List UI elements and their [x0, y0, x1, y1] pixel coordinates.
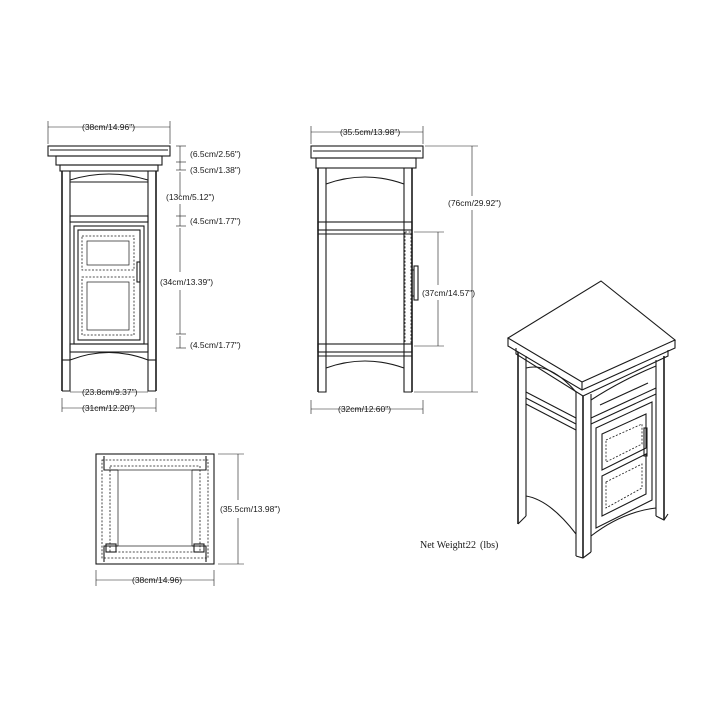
side-total-height-label: (76cm/29.92") [448, 198, 501, 208]
side-view-dimensions [310, 126, 478, 414]
side-top-depth-label: (35.5cm/13.98") [340, 127, 400, 137]
perspective-view [506, 280, 677, 559]
top-view [95, 453, 215, 565]
top-width-label: (38cm/14.96) [132, 575, 182, 585]
net-weight-value: 22 [466, 540, 476, 551]
front-view [47, 145, 171, 392]
front-view-dimensions [47, 121, 186, 412]
side-door-opening-label: (37cm/14.57") [422, 288, 475, 298]
front-shelf-gap-label: (13cm/5.12") [166, 192, 215, 202]
side-view [310, 145, 424, 393]
side-base-depth-label: (32cm/12.60") [338, 404, 391, 414]
front-door-bottom-gap-label: (4.5cm/1.77") [190, 340, 241, 350]
top-view-dimensions [95, 453, 244, 586]
front-top-board-label: (3.5cm/1.38") [190, 165, 241, 175]
front-inner-width-label: (23.8cm/9.37") [82, 387, 138, 397]
front-door-height-label: (34cm/13.39") [160, 277, 213, 287]
net-weight-unit: (lbs) [480, 540, 498, 551]
top-depth-label: (35.5cm/13.98") [220, 504, 280, 514]
front-door-top-gap-label: (4.5cm/1.77") [190, 216, 241, 226]
front-crown-height-label: (6.5cm/2.56") [190, 149, 241, 159]
front-top-width-label: (38cm/14.96") [82, 122, 135, 132]
net-weight-label: Net Weight: [420, 540, 468, 551]
front-base-width-label: (31cm/12.20") [82, 403, 135, 413]
